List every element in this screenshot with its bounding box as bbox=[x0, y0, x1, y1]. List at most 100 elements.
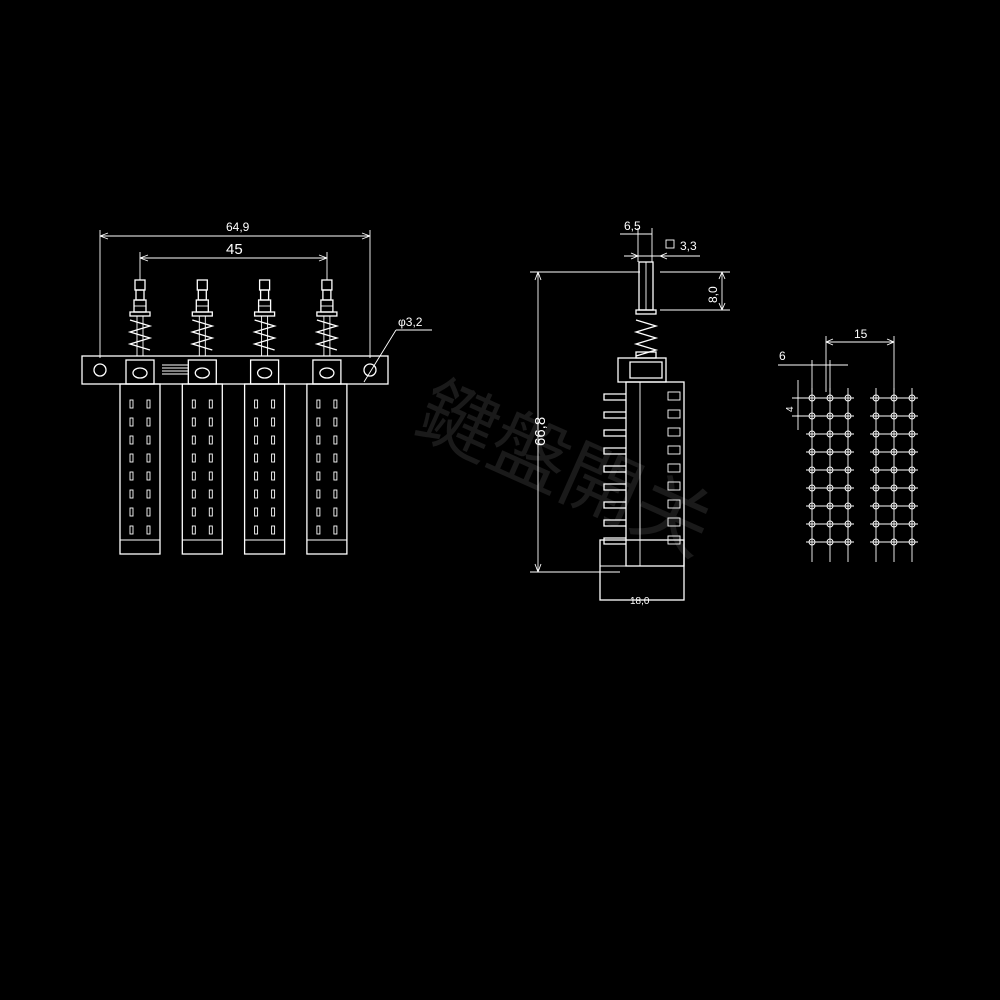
front-key bbox=[119, 279, 161, 555]
contact-slot bbox=[254, 399, 259, 409]
key-body bbox=[181, 383, 223, 555]
key-spring bbox=[252, 319, 277, 351]
contact-slot bbox=[191, 435, 196, 445]
key-body bbox=[306, 383, 348, 555]
terminal-window bbox=[667, 427, 681, 437]
footprint-holes bbox=[806, 388, 918, 562]
contact-slot bbox=[271, 471, 276, 481]
dimension-base-width: 18,0 bbox=[630, 596, 650, 607]
key-stem-top bbox=[321, 279, 333, 291]
contact-slot bbox=[129, 525, 134, 535]
key-rail-slot bbox=[256, 367, 273, 379]
terminal-window bbox=[667, 481, 681, 491]
key-rail-window bbox=[249, 359, 280, 385]
dimension-hole-diameter: φ3,2 bbox=[363, 315, 432, 383]
contact-slot bbox=[146, 435, 151, 445]
terminal-window bbox=[667, 445, 681, 455]
dimension-group-spacing: 15 bbox=[825, 327, 895, 392]
terminal-pin bbox=[603, 411, 626, 419]
key-body bbox=[243, 383, 286, 555]
side-plunger bbox=[633, 261, 659, 359]
terminal-window bbox=[667, 499, 681, 509]
terminal-pin bbox=[603, 537, 626, 545]
dimension-plunger-travel: 8,0 bbox=[660, 271, 730, 311]
mounting-rail bbox=[81, 355, 389, 385]
dimension-plunger-square: 3,3 bbox=[624, 239, 700, 260]
key-stem-neck bbox=[259, 289, 270, 301]
group-spacing-label: 15 bbox=[854, 327, 868, 341]
key-spring bbox=[127, 319, 153, 351]
terminal-pin bbox=[603, 465, 626, 473]
terminal-pin bbox=[603, 519, 626, 527]
key-spring-cap bbox=[316, 311, 338, 317]
contact-slot bbox=[316, 489, 321, 499]
square-symbol-icon bbox=[665, 239, 675, 249]
front-keys bbox=[119, 279, 348, 555]
contact-slot bbox=[191, 453, 196, 463]
side-view: 66,8 6,5 3,3 8,0 bbox=[530, 219, 730, 607]
contact-slot bbox=[191, 507, 196, 517]
terminal-pin bbox=[603, 501, 626, 509]
footprint-view: 6 15 4 bbox=[778, 327, 918, 562]
contact-slot bbox=[271, 489, 276, 499]
key-stem-top bbox=[258, 279, 271, 291]
plunger-square-label: 3,3 bbox=[680, 239, 697, 253]
key-rail-slot bbox=[132, 367, 148, 379]
contact-slot bbox=[146, 507, 151, 517]
key-rail-slot bbox=[194, 367, 210, 379]
contact-slot bbox=[316, 399, 321, 409]
terminal-window bbox=[667, 391, 681, 401]
terminal-pin bbox=[603, 447, 626, 455]
key-stem-neck bbox=[197, 289, 207, 301]
key-body bbox=[119, 383, 161, 555]
base-width-label: 18,0 bbox=[630, 596, 650, 607]
dimension-row-pitch: 4 bbox=[785, 380, 812, 430]
dimension-pitch: 45 bbox=[139, 241, 328, 280]
key-spring-cap bbox=[129, 311, 151, 317]
front-key bbox=[181, 279, 223, 555]
key-spring-cap bbox=[191, 311, 213, 317]
terminal-window bbox=[667, 517, 681, 527]
contact-slot bbox=[271, 507, 276, 517]
dimension-overall-width: 64,9 bbox=[99, 220, 371, 358]
contact-slot bbox=[208, 417, 213, 427]
contact-slot bbox=[129, 435, 134, 445]
contact-slot bbox=[333, 489, 338, 499]
contact-slot bbox=[316, 507, 321, 517]
contact-slot bbox=[129, 507, 134, 517]
plunger-width-label: 6,5 bbox=[624, 219, 641, 233]
side-terminals bbox=[603, 391, 681, 545]
terminal-window bbox=[667, 535, 681, 545]
plunger-travel-label: 8,0 bbox=[706, 286, 720, 303]
overall-width-label: 64,9 bbox=[226, 220, 250, 234]
contact-slot bbox=[254, 417, 259, 427]
contact-slot bbox=[316, 525, 321, 535]
contact-slot bbox=[254, 525, 259, 535]
front-view: 64,9 45 φ3,2 bbox=[81, 220, 432, 555]
contact-slot bbox=[333, 507, 338, 517]
contact-slot bbox=[316, 453, 321, 463]
dimension-footprint-pitch: 6 bbox=[778, 349, 848, 392]
contact-slot bbox=[146, 471, 151, 481]
contact-slot bbox=[146, 525, 151, 535]
contact-slot bbox=[333, 471, 338, 481]
key-rail-window bbox=[125, 359, 155, 385]
contact-slot bbox=[316, 435, 321, 445]
terminal-pin bbox=[603, 429, 626, 437]
contact-slot bbox=[191, 399, 196, 409]
front-key bbox=[243, 279, 286, 555]
contact-slot bbox=[191, 489, 196, 499]
key-stem-top bbox=[134, 279, 146, 291]
key-spring-cap bbox=[253, 311, 276, 317]
contact-slot bbox=[146, 399, 151, 409]
contact-slot bbox=[254, 453, 259, 463]
key-stem-neck bbox=[322, 289, 332, 301]
contact-slot bbox=[208, 489, 213, 499]
contact-slot bbox=[146, 417, 151, 427]
contact-slot bbox=[271, 453, 276, 463]
contact-slot bbox=[316, 471, 321, 481]
height-label: 66,8 bbox=[532, 417, 549, 446]
contact-slot bbox=[146, 453, 151, 463]
contact-slot bbox=[333, 525, 338, 535]
